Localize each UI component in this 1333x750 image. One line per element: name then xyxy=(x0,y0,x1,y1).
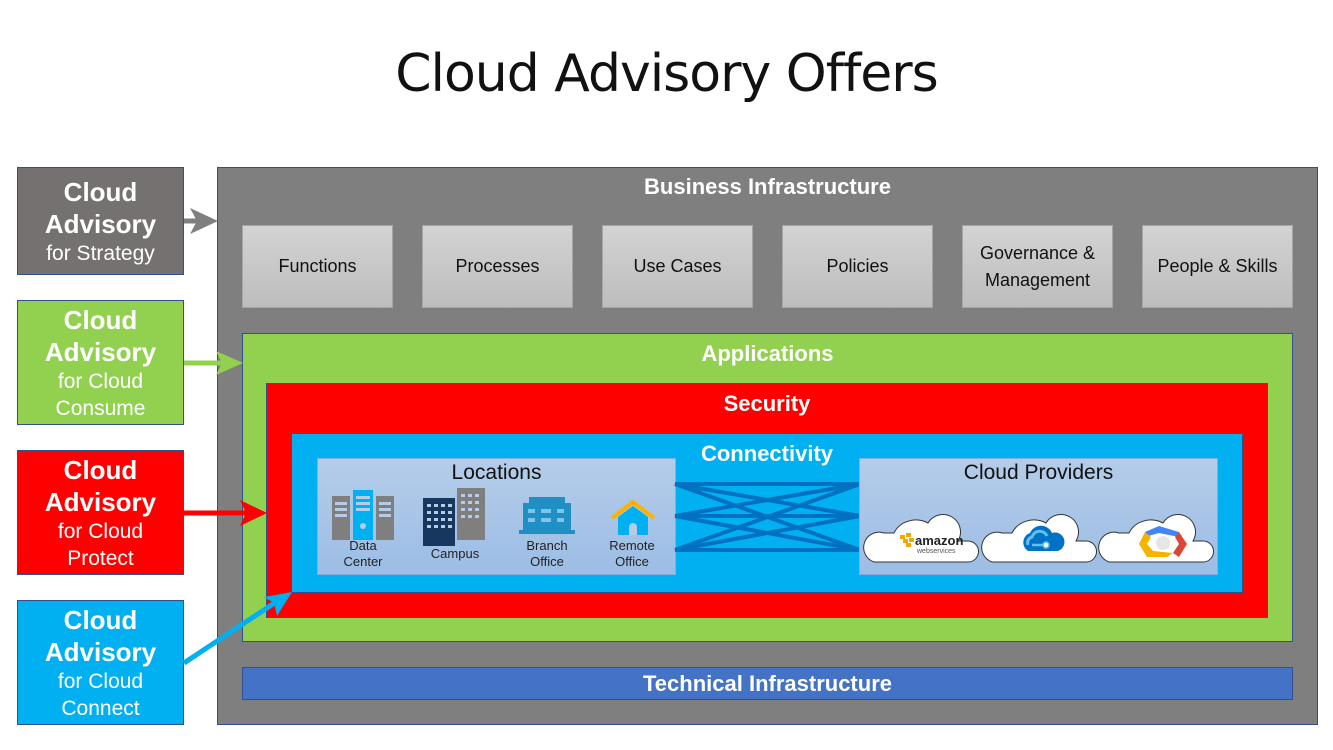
offer-line3: for Cloud xyxy=(57,369,144,393)
offer-line2: Advisory xyxy=(44,336,157,367)
branch-office-icon xyxy=(519,497,575,534)
locations-label: Locations xyxy=(451,461,542,484)
offer-line3: for Cloud xyxy=(57,519,144,543)
location-line1: Remote xyxy=(609,538,655,553)
offer-consume: Cloud Advisory for Cloud Consume xyxy=(17,300,184,425)
offer-line3: for Strategy xyxy=(46,241,155,265)
offer-line2: Advisory xyxy=(44,486,157,517)
security-label: Security xyxy=(723,391,811,416)
offer-line4: Connect xyxy=(61,696,140,720)
offer-line4: Consume xyxy=(55,396,146,420)
location-line2: Center xyxy=(343,554,383,569)
business-item-functions: Functions xyxy=(242,225,393,308)
offer-line1: Cloud xyxy=(63,454,138,485)
business-item-use-cases: Use Cases xyxy=(602,225,753,308)
location-line2: Office xyxy=(530,554,564,569)
offer-line2: Advisory xyxy=(44,636,157,667)
offer-strategy: Cloud Advisory for Strategy xyxy=(17,167,184,275)
location-line1: Data xyxy=(349,538,377,553)
campus-icon xyxy=(423,488,485,546)
page-title: Cloud Advisory Offers xyxy=(395,44,939,104)
location-data-center-label: Data Center xyxy=(333,538,393,570)
offer-line3: for Cloud xyxy=(57,669,144,693)
aws-subtext: webservices xyxy=(916,548,956,555)
applications-label: Applications xyxy=(701,341,834,366)
location-branch-office-label: Branch Office xyxy=(517,538,577,570)
business-item-policies: Policies xyxy=(782,225,933,308)
offer-line1: Cloud xyxy=(63,604,138,635)
location-line2: Office xyxy=(615,554,649,569)
offer-connect: Cloud Advisory for Cloud Connect xyxy=(17,600,184,725)
offer-line1: Cloud xyxy=(63,176,138,207)
technical-infrastructure-label: Technical Infrastructure xyxy=(643,670,892,696)
technical-infrastructure-layer: Technical Infrastructure xyxy=(242,667,1293,700)
offer-protect: Cloud Advisory for Cloud Protect xyxy=(17,450,184,575)
data-center-icon xyxy=(332,490,394,540)
cloud-providers-label: Cloud Providers xyxy=(963,461,1114,484)
connectivity-label: Connectivity xyxy=(700,441,834,466)
offer-line2: Advisory xyxy=(44,208,157,239)
aws-cloud-icon: amazon webservices xyxy=(863,514,979,563)
arrow-protect xyxy=(184,500,267,526)
business-item-processes: Processes xyxy=(422,225,573,308)
offer-line1: Cloud xyxy=(63,304,138,335)
remote-office-icon xyxy=(610,499,656,535)
arrow-connect xyxy=(182,592,292,666)
aws-text: amazon xyxy=(915,533,963,548)
business-infrastructure-label: Business Infrastructure xyxy=(644,174,891,199)
business-item-people-skills: People & Skills xyxy=(1142,225,1293,308)
location-line1: Branch xyxy=(526,538,568,553)
offer-line4: Protect xyxy=(67,546,134,570)
arrow-consume xyxy=(184,351,243,375)
location-campus-label: Campus xyxy=(430,546,480,561)
connectivity-mesh-icon xyxy=(674,482,861,552)
google-cloud-icon xyxy=(1098,514,1214,563)
azure-cloud-icon xyxy=(981,514,1097,563)
location-remote-office-label: Remote Office xyxy=(601,538,663,570)
arrow-strategy xyxy=(184,208,218,234)
business-item-governance: Governance & Management xyxy=(962,225,1113,308)
